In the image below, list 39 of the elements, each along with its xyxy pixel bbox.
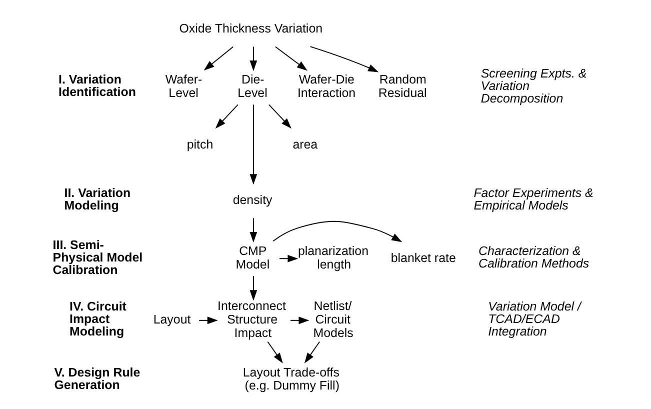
label: Factor Experiments & Empirical Models bbox=[474, 186, 594, 213]
arrow bbox=[268, 104, 292, 129]
arrow bbox=[215, 104, 238, 129]
label: Variation Model / TCAD/ECAD Integration bbox=[488, 300, 581, 339]
node-text: CMP Model bbox=[236, 244, 270, 272]
label: Screening Expts. & Variation Decomposition bbox=[480, 66, 587, 106]
arrow bbox=[279, 254, 298, 262]
arrow bbox=[204, 46, 234, 71]
node-text: Oxide Thickness Variation bbox=[179, 21, 323, 36]
node-text: planarization length bbox=[298, 244, 368, 272]
arrow bbox=[304, 341, 320, 364]
node-text: density bbox=[232, 192, 272, 207]
arrow bbox=[250, 275, 258, 301]
node-text: Wafer- Level bbox=[165, 72, 202, 100]
label: IV. Circuit Impact Modeling bbox=[70, 300, 126, 339]
arrow bbox=[310, 46, 379, 72]
node-text: Layout Trade-offs (e.g. Dummy Fill) bbox=[242, 365, 340, 393]
node-text: blanket rate bbox=[390, 250, 456, 265]
label: III. Semi- Physical Model Calibration bbox=[52, 238, 143, 277]
node-text: Netlist/ Circuit Models bbox=[313, 299, 354, 340]
arrow bbox=[267, 341, 283, 364]
arrow bbox=[250, 104, 258, 185]
arrow bbox=[290, 316, 310, 324]
node-text: Random Residual bbox=[378, 72, 427, 100]
label: I. Variation Identification bbox=[58, 72, 136, 100]
arrow bbox=[250, 218, 258, 243]
label: V. Design Rule Generation bbox=[54, 365, 140, 392]
arrow bbox=[250, 46, 258, 72]
node-text: Die- Level bbox=[238, 72, 268, 100]
label: II. Variation Modeling bbox=[64, 186, 131, 213]
node-text: Wafer-Die Interaction bbox=[297, 72, 356, 100]
arrow bbox=[198, 316, 218, 324]
arrow bbox=[272, 220, 402, 242]
node-text: area bbox=[292, 137, 318, 152]
node-text: pitch bbox=[186, 137, 214, 152]
node-text: Layout bbox=[153, 312, 191, 327]
node-text: Interconnect Structure Impact bbox=[218, 299, 286, 340]
arrow bbox=[274, 46, 308, 71]
label: Characterization & Calibration Methods bbox=[478, 244, 590, 271]
